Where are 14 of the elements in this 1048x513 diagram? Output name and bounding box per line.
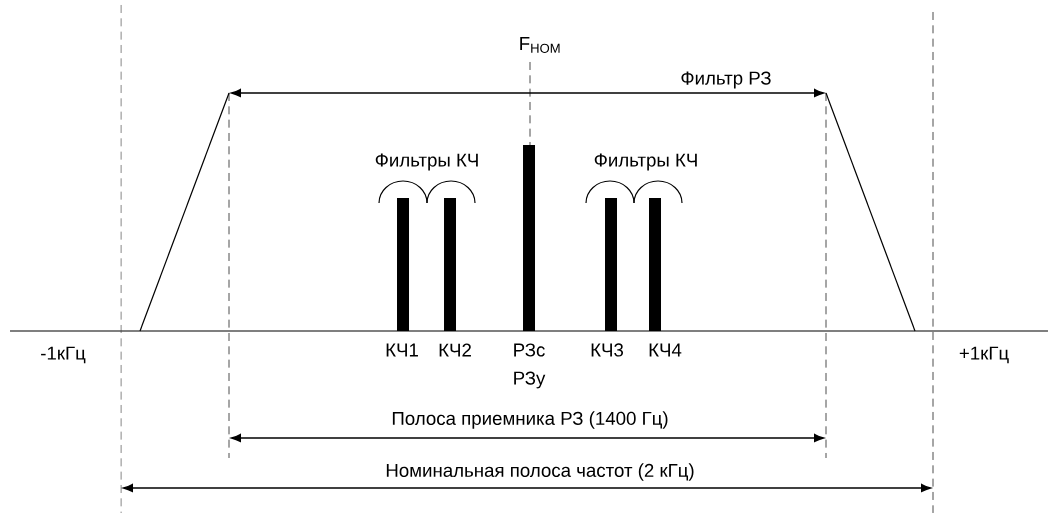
channel-label: КЧ2 [439, 343, 471, 357]
filter-label: Фильтры КЧ [594, 153, 697, 171]
channel-label: РЗс [514, 343, 545, 357]
frequency-label: +1кГц [959, 346, 1009, 364]
frequency-label: F$_{НОМ}$ [520, 37, 560, 53]
filter-label: Фильтры КЧ [375, 153, 478, 171]
frequency-label: -1кГц [41, 346, 86, 364]
channel-label: РЗу [514, 371, 546, 389]
channel-label: КЧ4 [649, 343, 682, 357]
channel-label: КЧ3 [591, 343, 624, 357]
band-label: Полоса приемника РЗ (1400 Гц) [392, 411, 668, 429]
filter-label: Фильтр РЗ [681, 71, 771, 89]
channel-label: КЧ1 [386, 343, 418, 357]
band-label: Номинальная полоса частот (2 кГц) [386, 463, 694, 481]
